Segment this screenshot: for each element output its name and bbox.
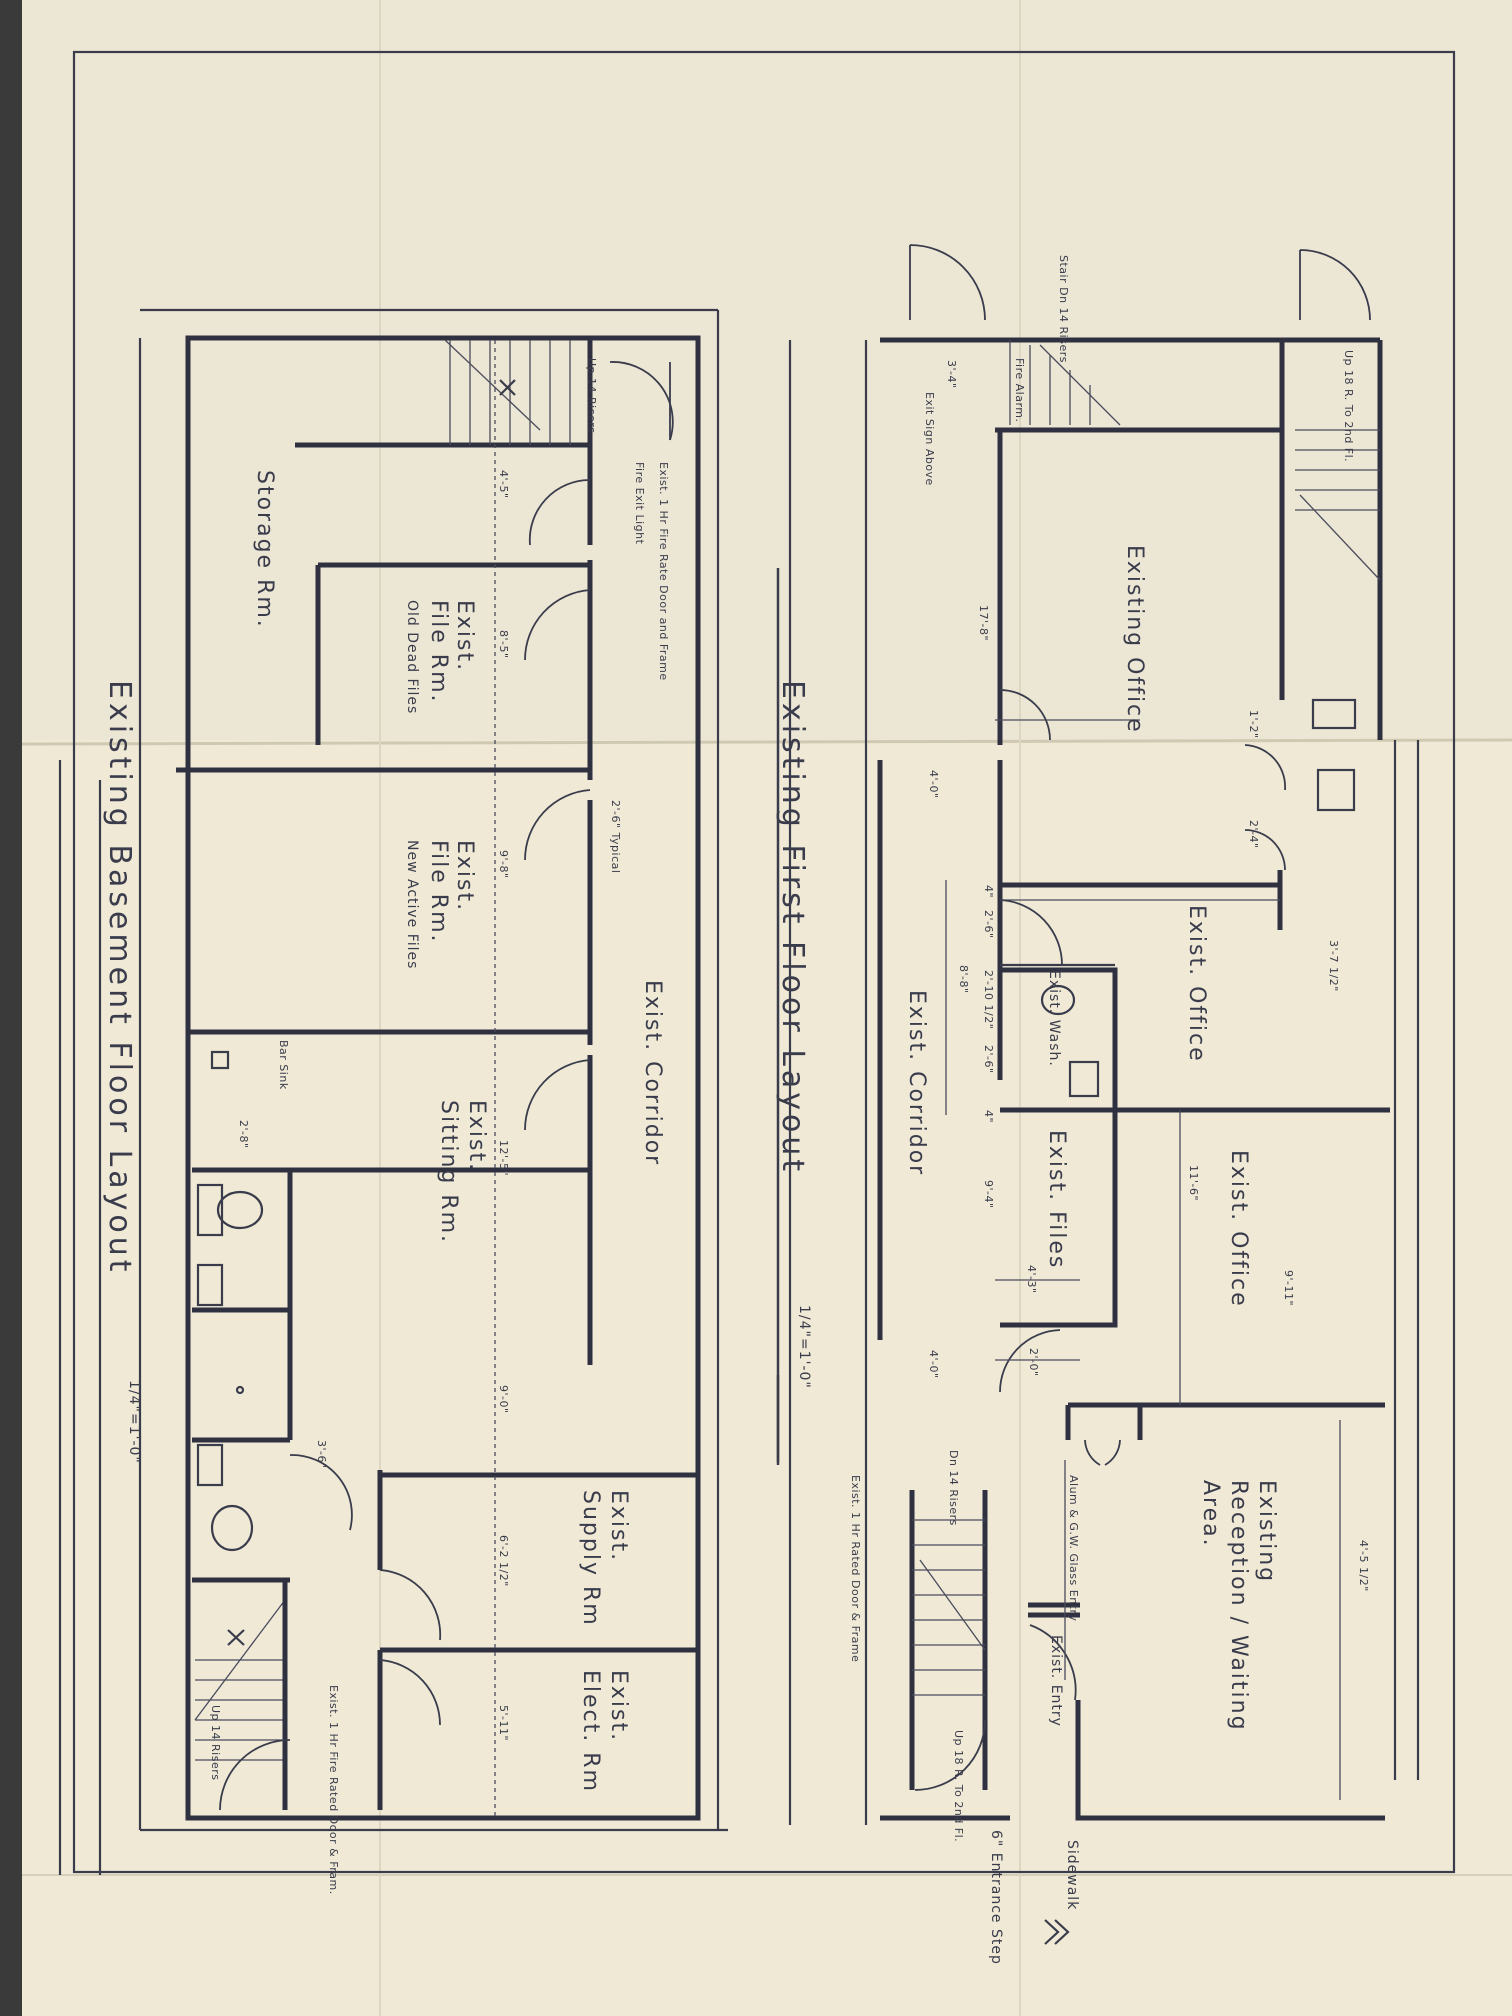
new-file-room-label-2: File Rm.: [426, 840, 451, 944]
sitting-room-label-1: Exist.: [464, 1100, 489, 1172]
dim-17-8: 17'-8": [977, 605, 990, 641]
elect-room-label-1: Exist.: [606, 1670, 631, 1742]
dim-9-4: 9'-4": [982, 1180, 995, 1209]
first-floor-title: Existing First Floor Layout: [775, 680, 810, 1175]
dn-14-risers-note: Dn 14 Risers: [947, 1450, 960, 1526]
dim-6-2-half: 6'-2 1/2": [497, 1535, 510, 1587]
dim-12-5: 12'-5": [497, 1140, 510, 1176]
sidewalk-label: Sidewalk: [1064, 1840, 1080, 1910]
up-14-risers-bottom: Up 14 Risers: [209, 1705, 222, 1780]
exist-office-label-b: Exist. Office: [1184, 905, 1209, 1063]
supply-room-label-1: Exist.: [606, 1490, 631, 1562]
dim-4-5-half: 4'-5 1/2": [1357, 1540, 1370, 1592]
exist-office-label-c: Exist. Office: [1226, 1150, 1251, 1308]
exist-wash-label: Exist. Wash.: [1046, 970, 1062, 1067]
up-18-note: Up 18 R. To 2nd Fl.: [952, 1730, 965, 1842]
dim-9-0: 9'-0": [497, 1385, 510, 1414]
dim-4-3: 4'-3": [1025, 1265, 1038, 1294]
exist-corridor-label: Exist. Corridor: [904, 990, 929, 1176]
fire-door-note: Exist. 1 Hr Fire Rate Door and Frame: [657, 462, 670, 681]
old-file-room-label-2: File Rm.: [426, 600, 451, 704]
up-14-risers-top: Up 14 Risers: [585, 358, 598, 433]
first-floor-plan: [788, 244, 1420, 1825]
new-file-room-label-1: Exist.: [452, 840, 477, 912]
exit-sign-note: Exit Sign Above: [923, 392, 936, 486]
alum-glass-note: Alum & G.W. Glass Entry: [1067, 1475, 1080, 1622]
dim-4-bottom: 4": [982, 1110, 995, 1123]
dim-8-8: 8'-8": [957, 965, 970, 994]
basement-title: Existing Basement Floor Layout: [102, 680, 137, 1276]
first-floor-scale: 1/4"=1'-0": [796, 1305, 812, 1389]
dim-2-4: 2'-4": [1247, 820, 1260, 849]
basement-plan: [138, 308, 728, 1832]
sheet-border: [72, 50, 1456, 1874]
dim-2-6-b: 2'-6": [982, 1045, 995, 1074]
dim-9-11: 9'-11": [1282, 1270, 1295, 1306]
entrance-step-label: 6" Entrance Step: [988, 1830, 1004, 1965]
exist-entry-label: Exist. Entry: [1048, 1635, 1064, 1727]
stair-dn-note: Stair Dn 14 Risers: [1057, 255, 1070, 363]
dim-8-5: 8'-5": [497, 630, 510, 659]
supply-room-label-2: Supply Rm: [578, 1490, 603, 1627]
dim-2-8: 2'-8": [237, 1120, 250, 1149]
dim-4-5: 4'-5": [497, 470, 510, 499]
dim-2-10-half: 2'-10 1/2": [982, 970, 995, 1029]
reception-label-3: Area.: [1198, 1480, 1223, 1548]
dim-3-7-half: 3'-7 1/2": [1327, 940, 1340, 992]
reception-label-1: Existing: [1254, 1480, 1279, 1583]
dim-9-8: 9'-8": [497, 850, 510, 879]
storage-room-label: Storage Rm.: [252, 470, 277, 629]
bar-sink-note: Bar Sink: [277, 1040, 290, 1090]
dim-3-6: 3'-6": [315, 1440, 328, 1469]
dim-5-11: 5'-11": [497, 1705, 510, 1741]
exist-files-label: Exist. Files: [1044, 1130, 1069, 1269]
fire-exit-light-note: Fire Exit Light: [633, 462, 646, 545]
fire-door-bottom-note: Exist. 1 Hr Fire Rated Door & Fram.: [327, 1685, 340, 1895]
dim-2-0: 2'-0": [1027, 1348, 1040, 1377]
sitting-room-label-2: Sitting Rm.: [436, 1100, 461, 1244]
typical-note: 2'-6" Typical: [609, 800, 622, 873]
dim-2-6-a: 2'-6": [982, 910, 995, 939]
basement-scale: 1/4"=1'-0": [126, 1380, 142, 1464]
dim-1-2: 1'-2": [1247, 710, 1260, 739]
fire-alarm-note: Fire Alarm.: [1013, 358, 1026, 423]
old-file-room-label-3: Old Dead Files: [404, 600, 420, 714]
new-file-room-label-3: New Active Files: [404, 840, 420, 969]
rated-door-note: Exist. 1 Hr Rated Door & Frame: [849, 1475, 862, 1662]
dim-11-6: 11'-6": [1187, 1165, 1200, 1201]
dim-4-top: 4": [982, 885, 995, 898]
basement-corridor-label: Exist. Corridor: [640, 980, 665, 1166]
old-file-room-label-1: Exist.: [452, 600, 477, 672]
dim-3-4: 3'-4": [945, 360, 958, 389]
up-stair-top-note: Up 18 R. To 2nd Fl.: [1342, 350, 1355, 462]
elect-room-label-2: Elect. Rm: [578, 1670, 603, 1793]
dim-4-0-top: 4'-0": [927, 770, 940, 799]
existing-office-label: Existing Office: [1122, 545, 1147, 734]
dim-4-0-bottom: 4'-0": [927, 1350, 940, 1379]
reception-label-2: Reception / Waiting: [1226, 1480, 1251, 1732]
